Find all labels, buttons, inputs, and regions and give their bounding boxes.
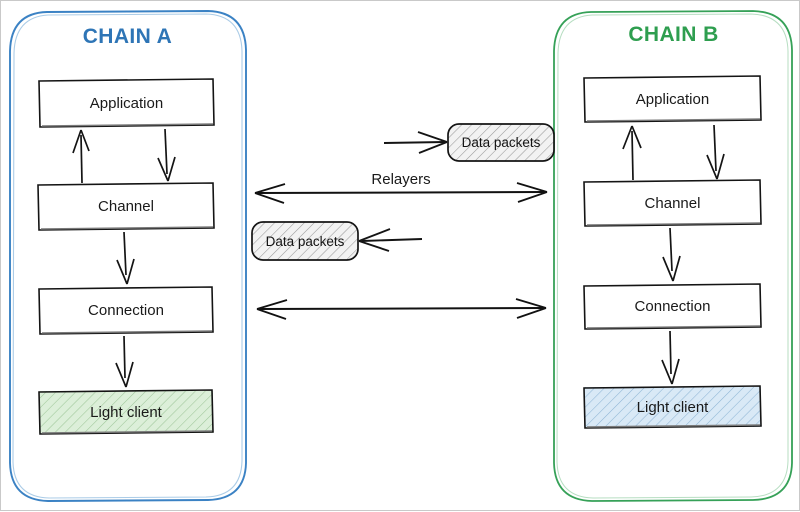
connection-bidirectional-arrow — [256, 298, 547, 320]
arrow-a-channel-to-application — [72, 129, 90, 184]
chain-b-channel-label: Channel — [644, 194, 701, 212]
chain-a-channel-box — [37, 182, 215, 231]
chain-b-connection-box — [583, 283, 762, 330]
relayers-bidirectional-arrow — [254, 182, 548, 204]
chain-b-title: CHAIN B — [628, 23, 719, 46]
relayers-label: Relayers — [371, 171, 431, 188]
data-packet-bottom[interactable]: Data packets — [252, 222, 358, 260]
chain-a-connection-box — [38, 286, 214, 335]
chain-a-channel-label: Channel — [98, 198, 154, 215]
arrow-b-channel-to-application — [622, 125, 642, 181]
arrow-b-channel-to-connection — [662, 227, 681, 282]
data-packet-top-shape — [447, 123, 555, 162]
arrow-into-data-packet-top — [383, 131, 448, 154]
chain-a-application-box — [38, 78, 215, 128]
chain-a-light-client[interactable]: Light client — [39, 391, 213, 433]
chain-b-light-client-box — [583, 385, 762, 429]
chain-a-channel[interactable]: Channel — [38, 184, 214, 229]
chain-a-application-label: Application — [89, 94, 164, 112]
arrow-a-application-to-channel — [157, 128, 176, 182]
chain-b-container — [553, 10, 793, 502]
data-packet-top[interactable]: Data packets — [448, 124, 554, 161]
chain-b-light-client[interactable]: Light client — [584, 387, 761, 427]
chain-b-channel[interactable]: Channel — [584, 181, 761, 225]
chain-a-application[interactable]: Application — [39, 80, 214, 126]
chain-b-application-box — [583, 75, 762, 123]
chain-a-connection[interactable]: Connection — [39, 288, 213, 333]
chain-b-light-client-label: Light client — [636, 398, 709, 416]
chain-b-application-label: Application — [635, 91, 710, 108]
data-packet-bottom-label: Data packets — [265, 233, 345, 249]
chain-b-channel-box — [583, 179, 762, 227]
arrow-b-connection-to-light-client — [661, 330, 680, 385]
arrow-into-data-packet-bottom — [358, 228, 423, 252]
data-packet-bottom-shape — [251, 221, 359, 261]
arrow-a-connection-to-light-client — [115, 335, 134, 388]
chain-a-title: CHAIN A — [82, 25, 173, 48]
chain-a-light-client-box — [38, 389, 214, 435]
chain-b-connection[interactable]: Connection — [584, 285, 761, 328]
arrow-a-channel-to-connection — [116, 231, 135, 285]
chain-b-connection-label: Connection — [634, 298, 711, 315]
chain-a-light-client-label: Light client — [90, 403, 162, 421]
chain-a-connection-label: Connection — [88, 302, 164, 319]
arrow-b-application-to-channel — [706, 124, 725, 180]
chain-a-container — [9, 10, 247, 502]
chain-b-application[interactable]: Application — [584, 77, 761, 122]
data-packet-top-label: Data packets — [461, 135, 541, 150]
